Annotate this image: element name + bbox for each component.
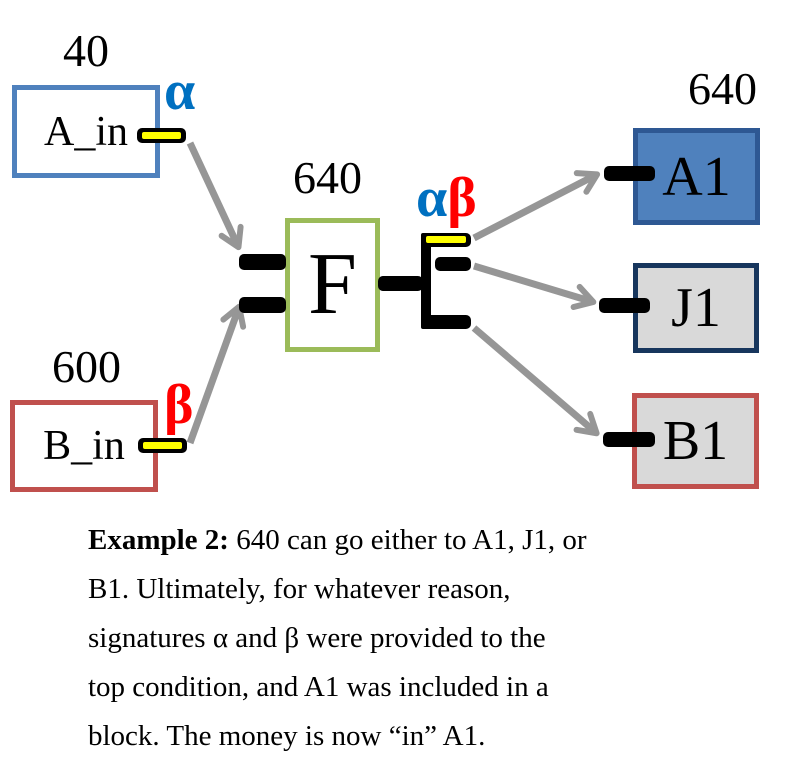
f-box: F <box>285 218 380 352</box>
caption-line-1: Example 2: 640 can go either to A1, J1, … <box>88 516 768 565</box>
f-value-label: 640 <box>293 152 362 203</box>
arrow-fork-to-a1 <box>472 170 601 242</box>
a-in-value-label: 40 <box>63 25 109 76</box>
outputs-value-label: 640 <box>688 63 757 114</box>
a1-input-connector <box>604 166 655 181</box>
f-label: F <box>308 236 357 333</box>
arrow-fork-to-j1 <box>472 262 597 310</box>
b1-input-connector <box>603 432 655 447</box>
j1-label: J1 <box>671 277 721 339</box>
alpha-signature-label: α <box>164 60 196 122</box>
b1-label: B1 <box>662 410 729 472</box>
j1-box: J1 <box>633 263 759 353</box>
a-in-label: A_in <box>44 108 128 155</box>
b-in-box: B_in <box>10 400 158 492</box>
f-output-stem <box>378 276 423 291</box>
fork-top-highlight <box>426 236 466 243</box>
f-input-connector-bottom <box>239 297 286 313</box>
a-in-signature-highlight <box>142 132 181 139</box>
caption: Example 2: 640 can go either to A1, J1, … <box>88 516 768 761</box>
fork-bottom-condition <box>421 315 471 329</box>
caption-line-4: top condition, and A1 was included in a <box>88 671 549 703</box>
beta-signature-label: β <box>164 374 194 436</box>
arrow-b-in-to-f <box>186 303 247 445</box>
fork-vertical-bar <box>421 233 431 329</box>
fork-signatures-label: αβ <box>416 170 477 226</box>
caption-line-1-rest: 640 can go either to A1, J1, or <box>228 524 587 556</box>
b-in-value-label: 600 <box>52 341 121 392</box>
caption-lead: Example 2: <box>88 524 229 556</box>
fork-top-condition <box>421 233 471 247</box>
arrow-fork-to-b1 <box>471 325 600 437</box>
fork-beta-label: β <box>447 167 477 229</box>
caption-line-3: signatures α and β were provided to the <box>88 622 546 654</box>
b-in-signature-highlight <box>143 442 182 449</box>
j1-input-connector <box>599 298 650 313</box>
b-in-label: B_in <box>43 423 125 469</box>
a1-label: A1 <box>662 145 731 208</box>
a-in-output-connector <box>137 128 186 143</box>
caption-line-5: block. The money is now “in” A1. <box>88 720 486 752</box>
fork-alpha-label: α <box>416 167 448 229</box>
a-in-box: A_in <box>12 85 160 178</box>
arrow-a-in-to-f <box>186 141 244 251</box>
fork-middle-condition <box>435 257 471 271</box>
b-in-output-connector <box>138 438 187 453</box>
caption-line-2: B1. Ultimately, for whatever reason, <box>88 573 511 605</box>
f-input-connector-top <box>239 254 286 270</box>
